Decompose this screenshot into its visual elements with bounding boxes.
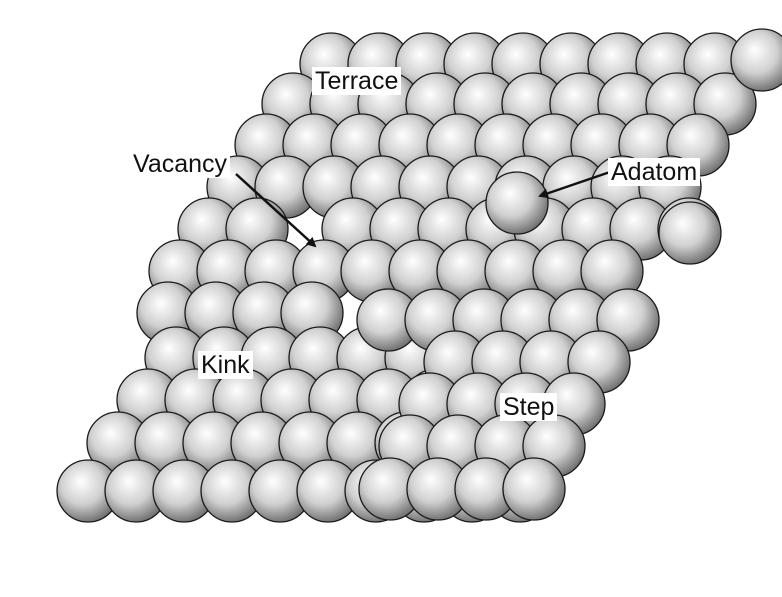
step-label: Step xyxy=(500,393,557,421)
atom xyxy=(503,458,565,520)
atom xyxy=(659,202,721,264)
atom xyxy=(486,172,548,234)
adatom-label: Adatom xyxy=(608,158,700,186)
terrace-label: Terrace xyxy=(312,67,401,95)
vacancy-label: Vacancy xyxy=(130,150,230,178)
adatom-layer xyxy=(486,172,548,234)
kink-label: Kink xyxy=(198,351,253,379)
